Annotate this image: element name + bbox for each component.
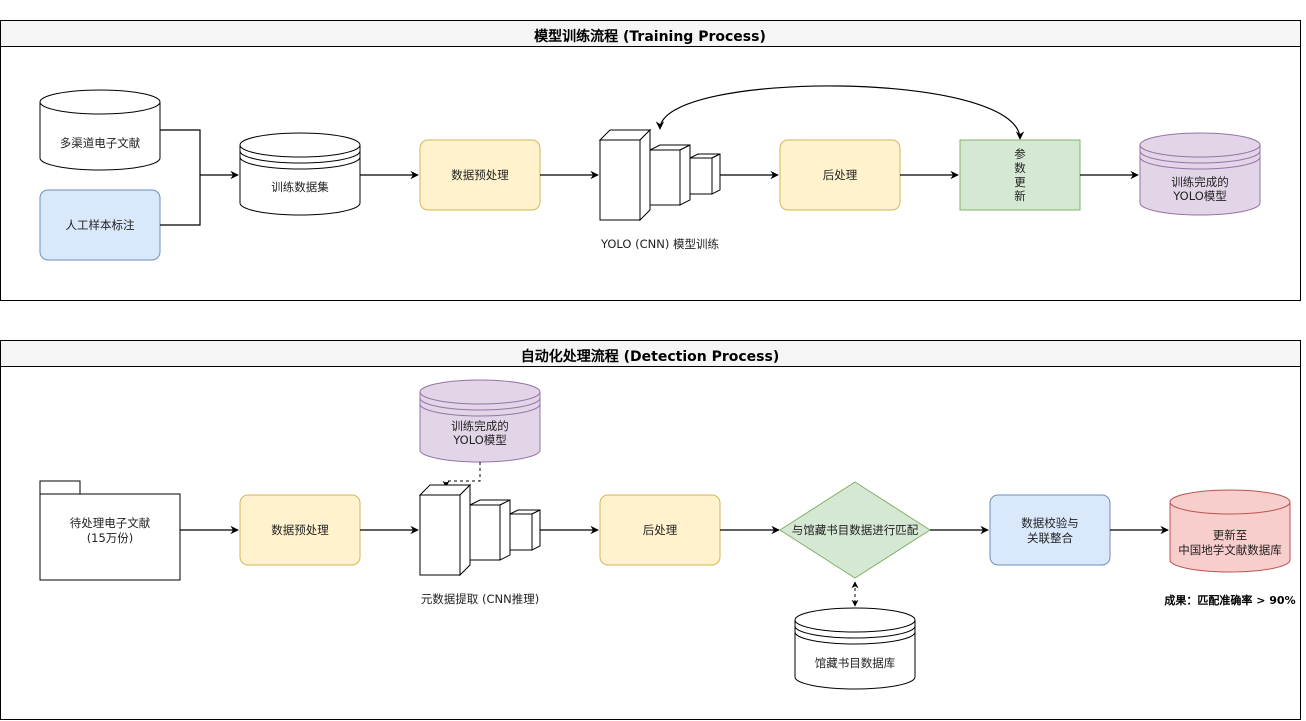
pending-docs-label: 待处理电子文献 <box>70 516 151 530</box>
manual-label-box: 人工样本标注 <box>39 189 161 261</box>
update-db-cylinder: 更新至 中国地学文献数据库 <box>1169 489 1291 573</box>
train-postprocess-box: 后处理 <box>779 139 901 211</box>
update-db-label: 中国地学文献数据库 <box>1178 543 1282 557</box>
model-load-dashed-edge <box>442 462 481 488</box>
merge-connector <box>160 129 201 226</box>
verify-label: 关联整合 <box>1027 531 1073 545</box>
det-postprocess-label: 后处理 <box>643 523 678 537</box>
train-set-label: 训练数据集 <box>271 180 329 194</box>
pending-docs-count: (15万份) <box>87 531 134 545</box>
train-preprocess-box: 数据预处理 <box>419 139 541 211</box>
source-docs-label: 多渠道电子文献 <box>60 136 141 150</box>
verify-label: 数据校验与 <box>1021 516 1079 530</box>
training-panel: 模型训练流程 (Training Process) <box>0 20 1301 301</box>
manual-label-text: 人工样本标注 <box>66 218 135 232</box>
det-trained-model-cylinder: 训练完成的 YOLO模型 <box>419 379 541 463</box>
source-docs-cylinder: 多渠道电子文献 <box>39 89 161 171</box>
param-update-char: 新 <box>1014 189 1026 203</box>
model-caption: YOLO (CNN) 模型训练 <box>600 237 720 251</box>
det-trained-model-label: 训练完成的 <box>451 419 509 433</box>
param-update-box: 参 数 更 新 <box>959 139 1081 211</box>
feedback-loop-edge <box>655 85 1025 140</box>
training-title: 模型训练流程 (Training Process) <box>534 28 766 45</box>
det-preprocess-box: 数据预处理 <box>239 494 361 566</box>
train-preprocess-label: 数据预处理 <box>451 168 509 182</box>
det-preprocess-label: 数据预处理 <box>271 523 329 537</box>
match-diamond: 与馆藏书目数据进行匹配 <box>779 481 931 579</box>
pending-docs-folder: 待处理电子文献 (15万份) <box>39 480 181 581</box>
match-label: 与馆藏书目数据进行匹配 <box>792 523 919 537</box>
catalog-db-cylinder: 馆藏书目数据库 <box>794 607 916 690</box>
result-text: 成果：匹配准确率 > 90% <box>1164 593 1295 607</box>
param-update-char: 更 <box>1014 175 1026 189</box>
train-postprocess-label: 后处理 <box>823 168 858 182</box>
trained-model-cylinder: 训练完成的 YOLO模型 <box>1139 132 1261 216</box>
param-update-char: 数 <box>1014 161 1026 175</box>
trained-model-label: 训练完成的 <box>1171 175 1229 189</box>
train-set-cylinder: 训练数据集 <box>239 132 361 216</box>
trained-model-label: YOLO模型 <box>1172 189 1227 203</box>
update-db-label: 更新至 <box>1213 528 1248 542</box>
det-trained-model-label: YOLO模型 <box>452 433 507 447</box>
catalog-db-label: 馆藏书目数据库 <box>815 656 896 670</box>
cnn-model-icon <box>598 128 721 222</box>
extract-caption: 元数据提取 (CNN推理) <box>421 592 539 606</box>
extract-cnn-icon <box>418 483 541 577</box>
verify-box: 数据校验与 关联整合 <box>989 494 1111 566</box>
param-update-char: 参 <box>1014 147 1026 161</box>
detection-title: 自动化处理流程 (Detection Process) <box>521 348 779 365</box>
det-postprocess-box: 后处理 <box>599 494 721 566</box>
